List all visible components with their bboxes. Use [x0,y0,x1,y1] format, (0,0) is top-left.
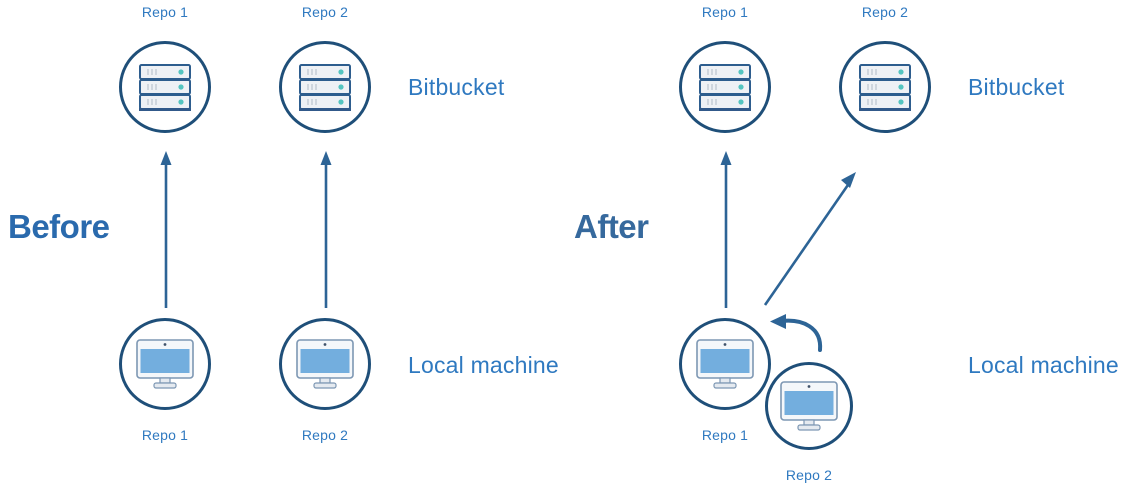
before-local-node-repo-2[interactable] [279,318,371,410]
before-local-node-repo-1[interactable] [119,318,211,410]
before-remote-node-repo-1[interactable] [119,41,211,133]
before-remote-node-repo-2[interactable] [279,41,371,133]
monitor-icon [780,381,838,431]
server-icon [699,63,751,111]
before-remote-row-label: Bitbucket [408,74,505,100]
after-arrow-vertical [720,151,732,308]
after-remote-node-repo-2[interactable] [839,41,931,133]
after-local-caption-1: Repo 1 [701,427,749,443]
server-icon [859,63,911,111]
monitor-icon [696,339,754,389]
after-arrow-diagonal [763,172,856,306]
after-local-node-repo-1[interactable] [679,318,771,410]
monitor-icon [296,339,354,389]
before-local-caption-2: Repo 2 [301,427,349,443]
after-local-node-repo-2[interactable] [765,362,853,450]
before-arrow-repo-2 [320,151,332,308]
after-local-row-label: Local machine [968,352,1119,378]
after-remote-node-repo-1[interactable] [679,41,771,133]
after-local-caption-2: Repo 2 [785,467,833,483]
before-local-row-label: Local machine [408,352,559,378]
after-remote-caption-1: Repo 1 [701,4,749,20]
monitor-icon [136,339,194,389]
server-icon [299,63,351,111]
after-remote-row-label: Bitbucket [968,74,1065,100]
after-section-heading: After [574,208,649,245]
before-arrow-repo-1 [160,151,172,308]
server-icon [139,63,191,111]
before-local-caption-1: Repo 1 [141,427,189,443]
before-section-heading: Before [8,208,110,245]
after-arrow-curved [770,314,823,352]
after-remote-caption-2: Repo 2 [861,4,909,20]
before-remote-caption-1: Repo 1 [141,4,189,20]
before-remote-caption-2: Repo 2 [301,4,349,20]
